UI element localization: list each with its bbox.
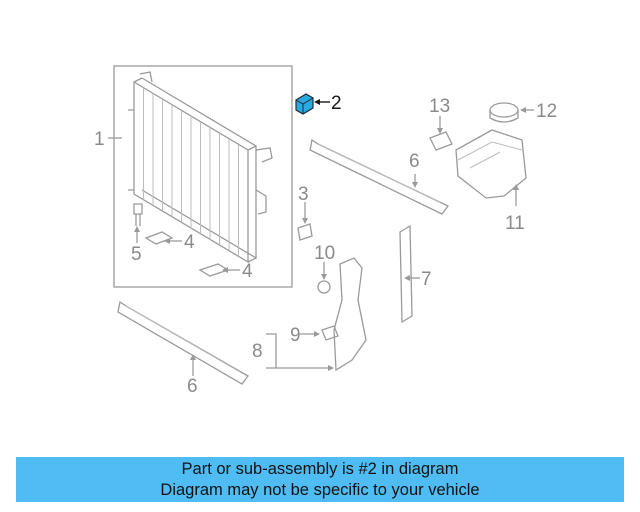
part-12-cap [489,102,519,118]
part-12-cap-body [489,110,519,123]
radiator-group-box [113,65,293,288]
callout-2: 2 [331,93,342,114]
callout-10: 10 [314,243,335,264]
part-13-bracket [429,131,453,151]
callout-9: 9 [290,325,301,346]
part-5-bolt [133,203,143,226]
part-6-lower-deflector [117,300,249,385]
callout-4b: 4 [242,261,253,282]
part-3-grommet [297,223,313,241]
callout-1: 1 [94,129,105,150]
part-8-duct [333,257,367,372]
callout-8: 8 [252,341,263,362]
parts-diagram: 1 2 3 4 4 5 6 6 7 8 9 10 11 12 13 [94,65,557,397]
callout-7: 7 [421,269,432,290]
callout-13: 13 [429,96,450,117]
callout-3: 3 [298,184,309,205]
part-2-clip [295,93,314,115]
callout-4a: 4 [184,232,195,253]
callout-11: 11 [505,213,525,234]
part-10-grommet [317,280,331,294]
part-4a-bracket [144,231,174,245]
callout-12: 12 [536,101,557,122]
callout-6a: 6 [409,151,420,172]
banner-line-disclaimer: Diagram may not be specific to your vehi… [160,480,480,499]
callout-5: 5 [131,244,142,265]
part-6-upper-deflector [309,138,449,215]
banner-line-part: Part or sub-assembly is #2 in diagram [181,459,459,478]
radiator-part [128,71,273,264]
callout-6b: 6 [187,376,198,397]
part-7-bracket [399,224,413,324]
part-9-clip [321,325,339,341]
leader-lines [108,99,534,376]
info-banner: Part or sub-assembly is #2 in diagram Di… [16,457,624,502]
